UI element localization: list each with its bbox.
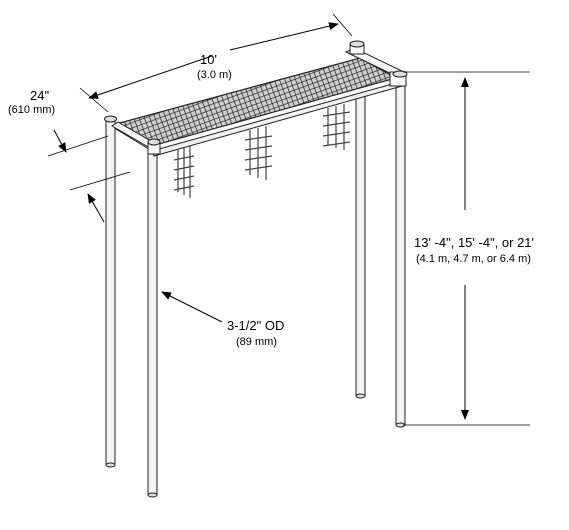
length-imperial-label: 10': [200, 52, 217, 67]
right-end-bracket: [344, 40, 408, 87]
front-right-post: [147, 149, 158, 498]
front-left-post: [104, 115, 117, 468]
hanger-bracket-left: [173, 146, 195, 198]
back-left-post: [355, 83, 366, 399]
width-dimension: [47, 129, 131, 223]
back-right-post: [395, 79, 406, 428]
height-dimension: [403, 71, 530, 426]
length-metric-label: (3.0 m): [197, 69, 232, 81]
width-metric-label: (610 mm): [8, 104, 55, 116]
width-imperial-label: 24": [30, 88, 49, 103]
post-diameter-leader: [161, 291, 223, 323]
length-dimension: [79, 13, 353, 113]
hanger-bracket-right: [322, 104, 351, 150]
left-end-bracket: [111, 121, 161, 155]
post-diameter-imperial-label: 3-1/2" OD: [227, 318, 284, 333]
height-metric-label: (4.1 m, 4.7 m, or 6.4 m): [416, 253, 531, 265]
grating-deck: [114, 57, 398, 147]
post-diameter-metric-label: (89 mm): [236, 336, 277, 348]
hanger-bracket-center: [244, 126, 273, 180]
height-imperial-label: 13' -4", 15' -4", or 21': [414, 235, 534, 250]
